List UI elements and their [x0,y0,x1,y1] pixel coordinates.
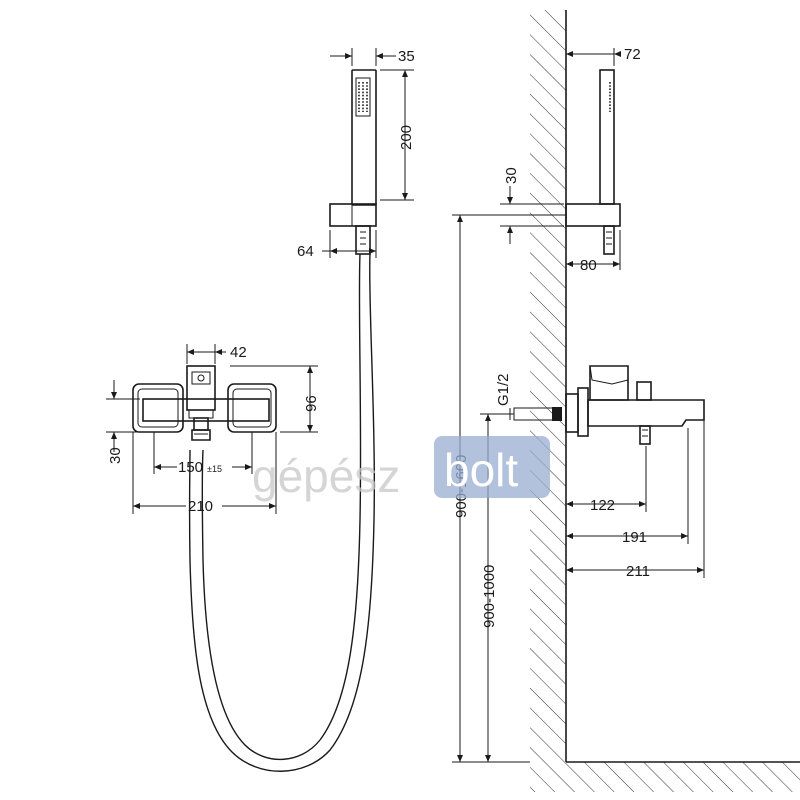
dim-label-211: 211 [626,563,650,580]
nozzle-grid [358,82,368,112]
dim-label-191: 191 [622,529,647,546]
floor [530,761,800,792]
dim-mixer-height: 96 [230,365,320,433]
dim-label-210: 210 [188,498,213,515]
dim-label-tolerance: ±15 [207,464,222,474]
hand-shower-side [565,69,621,255]
dim-label-g12: G1/2 [495,373,512,406]
watermark-text-1: gépész [252,450,400,502]
dim-mixer-total-width: 210 [132,432,277,515]
dim-holder-width: 64 [297,230,377,260]
dim-holder-projection: 80 [566,230,621,274]
wall [530,10,567,762]
dim-label-35: 35 [398,48,415,65]
dim-center-spacing: 150 ±15 [153,432,253,476]
dim-total-projection: 211 [566,420,705,580]
dim-label-900-1000: 900-1000 [481,565,498,628]
watermark-logo: gépész bolt [252,436,550,502]
dim-label-96: 96 [303,395,320,412]
dim-label-42: 42 [230,344,247,361]
dim-connection-thread: G1/2 [495,373,512,420]
dim-hand-shower-depth: 35 [330,48,415,66]
dim-eccentric-height: 30 [106,380,140,464]
dim-holder-height: 30 [500,167,564,244]
dim-label-80: 80 [580,257,597,274]
dim-hand-shower-length: 200 [380,69,415,201]
dim-valve-projection: 122 [566,446,647,514]
dim-label-30-wall: 30 [503,167,520,184]
dim-label-72: 72 [624,46,641,63]
watermark-text-2: bolt [444,444,518,496]
dim-label-30-front: 30 [107,447,124,464]
mixer-side [513,365,705,445]
dim-label-200: 200 [398,125,415,150]
dim-wall-hand-shower-depth: 72 [565,46,641,66]
hand-shower-front [329,69,377,255]
mixer-front [132,365,277,441]
dim-valve-width: 42 [186,344,247,364]
dim-label-150: 150 [178,459,203,476]
dim-label-64: 64 [297,243,314,260]
hose [188,253,376,772]
dim-mixer-mount-height: 900-1000 [480,413,514,762]
watermark-badge [434,436,550,498]
dim-label-122: 122 [590,497,615,514]
dim-spout-projection: 191 [566,428,689,546]
